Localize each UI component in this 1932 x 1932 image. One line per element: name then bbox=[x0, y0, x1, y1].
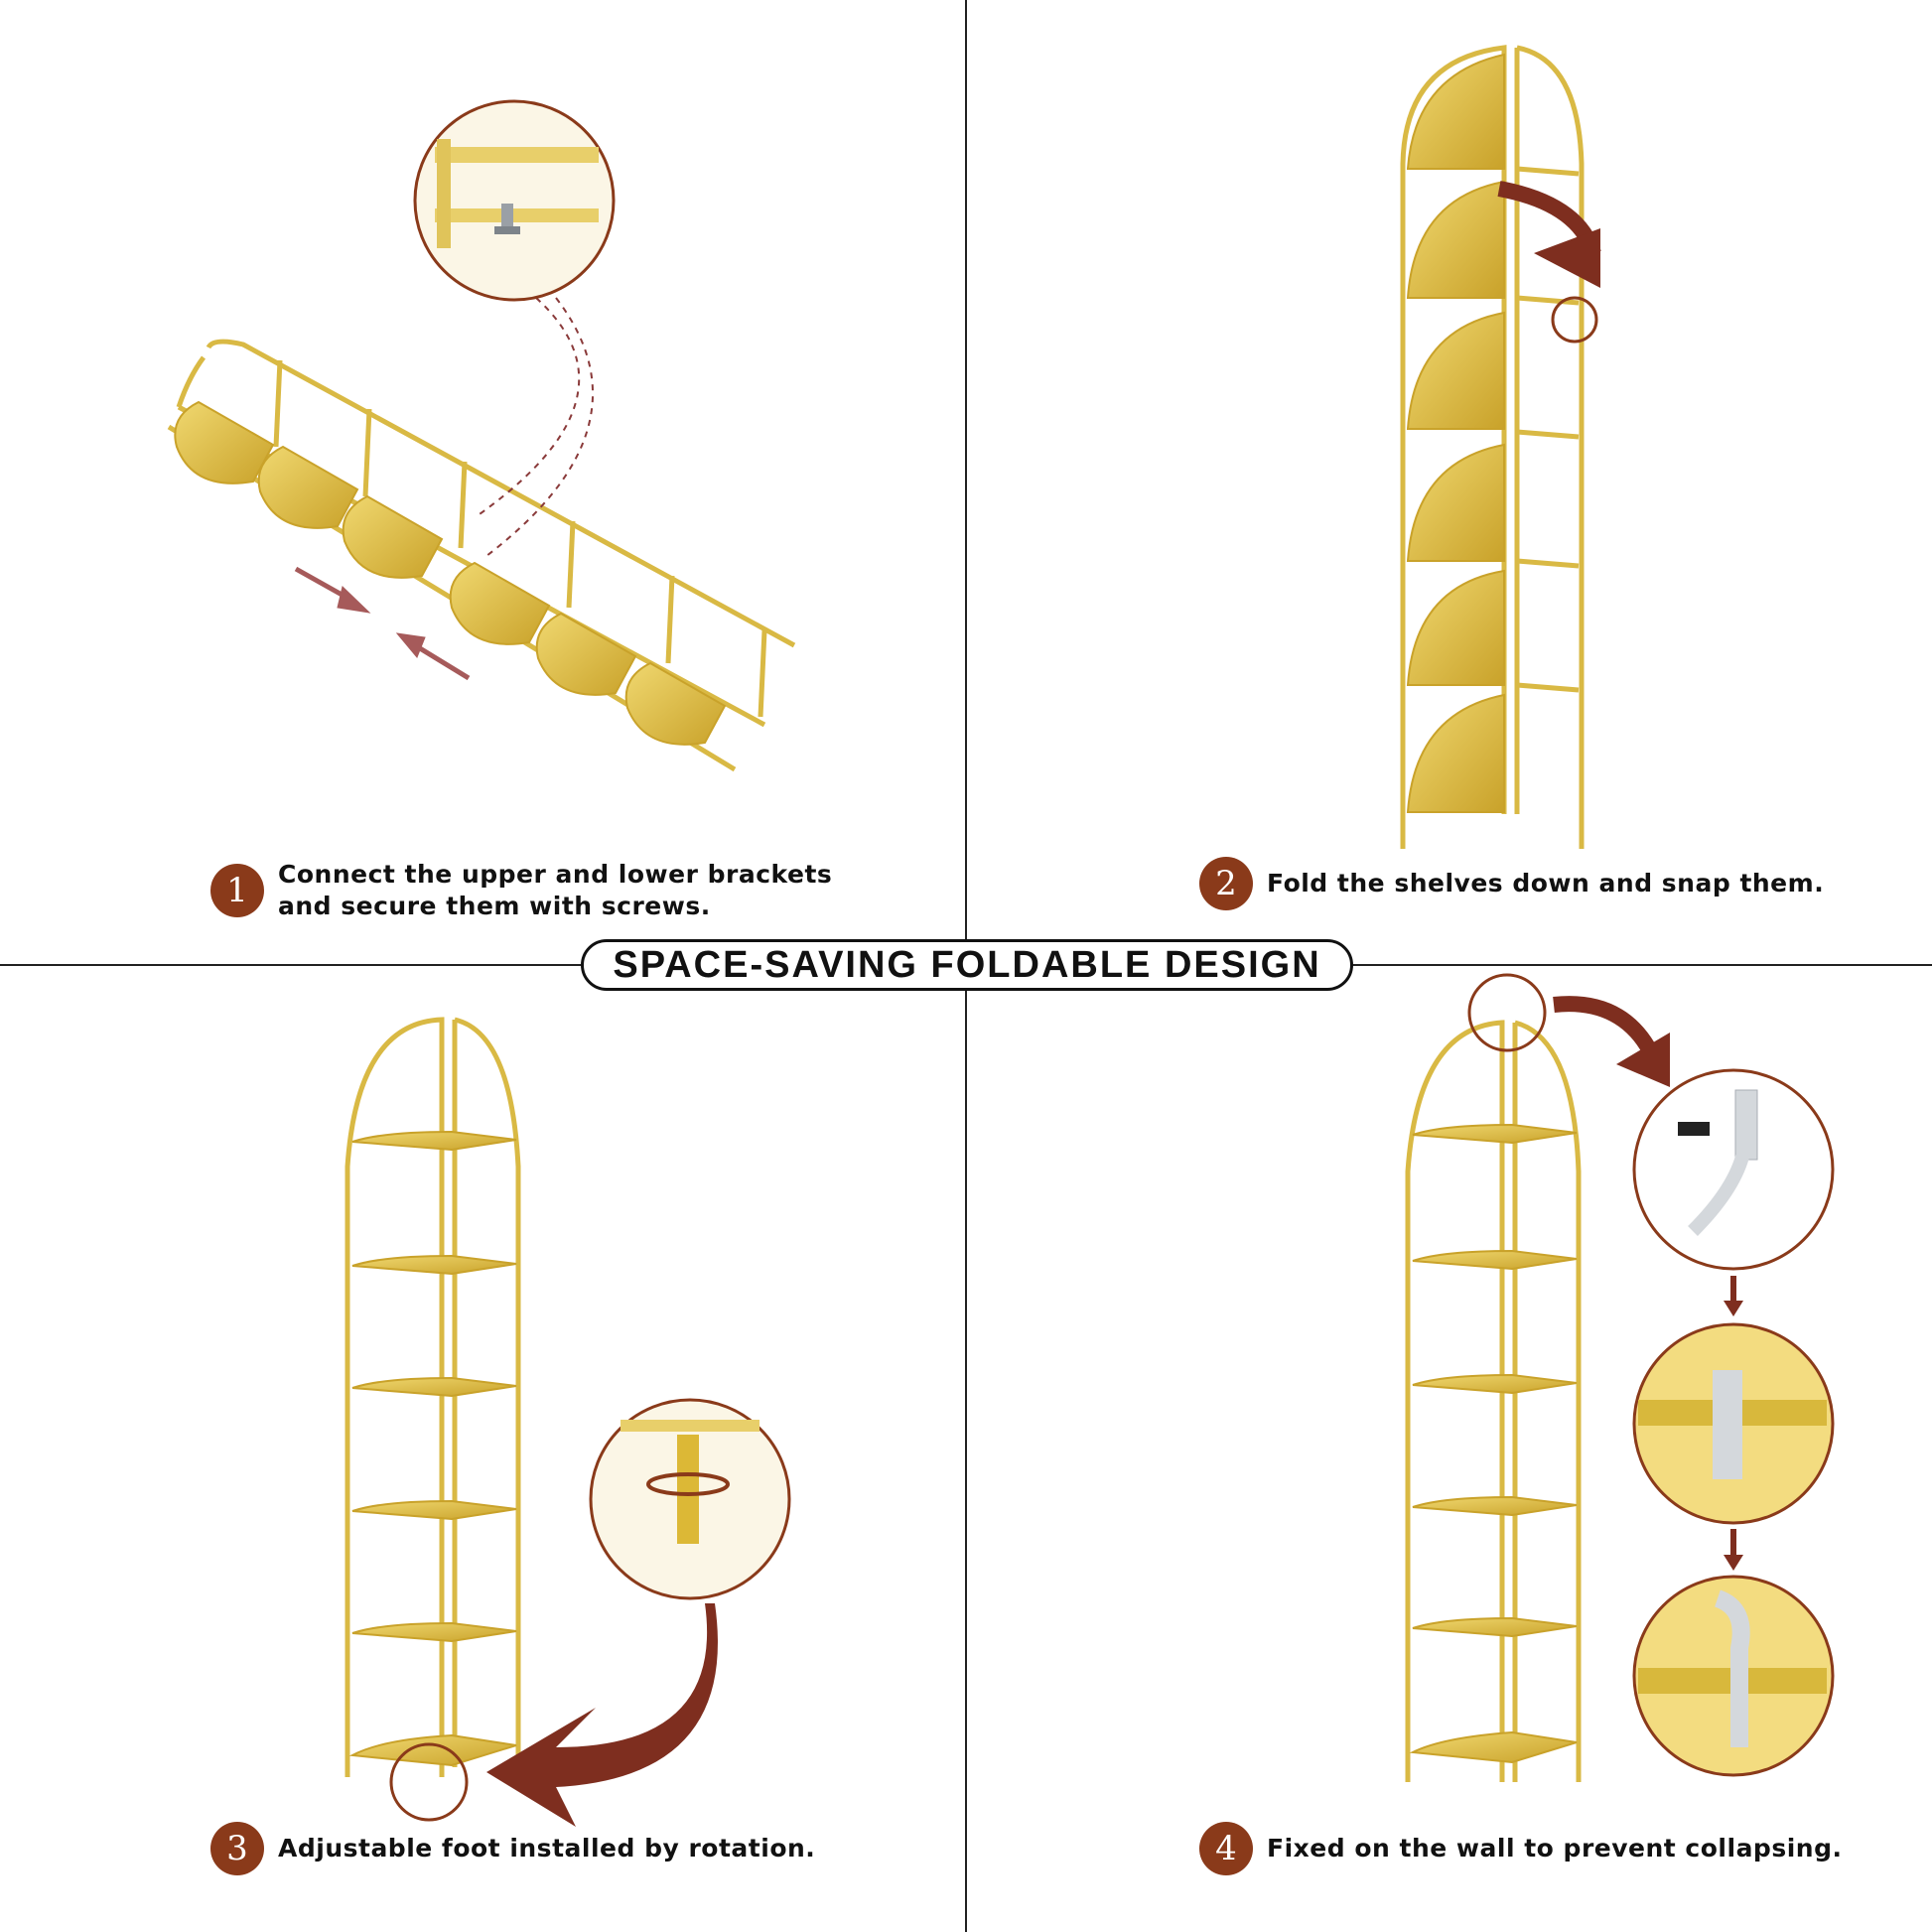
rotation-arrow-icon bbox=[646, 1472, 730, 1496]
step-1-text: Connect the upper and lower brackets and… bbox=[278, 859, 832, 922]
step-3: 3 Adjustable foot installed by rotation. bbox=[210, 1822, 815, 1875]
panel-4-detail-circle-3 bbox=[1632, 1575, 1835, 1777]
panel-4-detail-circle-2 bbox=[1632, 1322, 1835, 1525]
panel-4-shelves bbox=[1409, 1123, 1578, 1764]
step-4-number: 4 bbox=[1199, 1822, 1253, 1875]
panel-2-folded-shelves bbox=[1406, 53, 1505, 813]
panel-3-detail-circle bbox=[589, 1398, 791, 1600]
panel-3-big-arrow bbox=[486, 1603, 718, 1827]
panel-4-top-circle bbox=[1467, 973, 1547, 1052]
step-3-number: 3 bbox=[210, 1822, 264, 1875]
step-3-text: Adjustable foot installed by rotation. bbox=[278, 1834, 816, 1863]
step-4: 4 Fixed on the wall to prevent collapsin… bbox=[1199, 1822, 1842, 1875]
step-2-text: Fold the shelves down and snap them. bbox=[1267, 869, 1825, 897]
step-1-line-1: Connect the upper and lower brackets bbox=[278, 860, 833, 889]
step-2-number: 2 bbox=[1199, 857, 1253, 910]
panel-1-detail-circle bbox=[413, 99, 616, 302]
panel-2-folded-rack bbox=[1400, 45, 1585, 849]
screw-icon bbox=[494, 204, 520, 234]
section-title: SPACE-SAVING FOLDABLE DESIGN bbox=[613, 943, 1321, 986]
section-title-pill: SPACE-SAVING FOLDABLE DESIGN bbox=[581, 939, 1353, 991]
step-1: 1 Connect the upper and lower brackets a… bbox=[210, 859, 832, 922]
panel-1-push-arrows-icon bbox=[294, 566, 471, 681]
panel-4-curved-arrow bbox=[1553, 996, 1670, 1087]
panel-2-snap-circle bbox=[1551, 296, 1598, 344]
panel-4-wall-rack bbox=[1405, 1020, 1582, 1782]
panel-1-dashed-callout bbox=[476, 297, 595, 557]
panel-4-down-arrow-2 bbox=[1724, 1529, 1743, 1571]
panel-4-down-arrow-1 bbox=[1724, 1276, 1743, 1316]
step-1-line-2: and secure them with screws. bbox=[278, 892, 711, 920]
step-4-text: Fixed on the wall to prevent collapsing. bbox=[1267, 1834, 1843, 1863]
step-1-number: 1 bbox=[210, 864, 264, 917]
step-2: 2 Fold the shelves down and snap them. bbox=[1199, 857, 1824, 910]
wall-anchor-strap-icon bbox=[1632, 1068, 1835, 1271]
fold-arrow-icon bbox=[1497, 181, 1601, 288]
panel-3-shelves bbox=[348, 1130, 517, 1767]
panel-3-foot-circle bbox=[389, 1742, 469, 1822]
panel-1-shelves bbox=[174, 400, 727, 746]
